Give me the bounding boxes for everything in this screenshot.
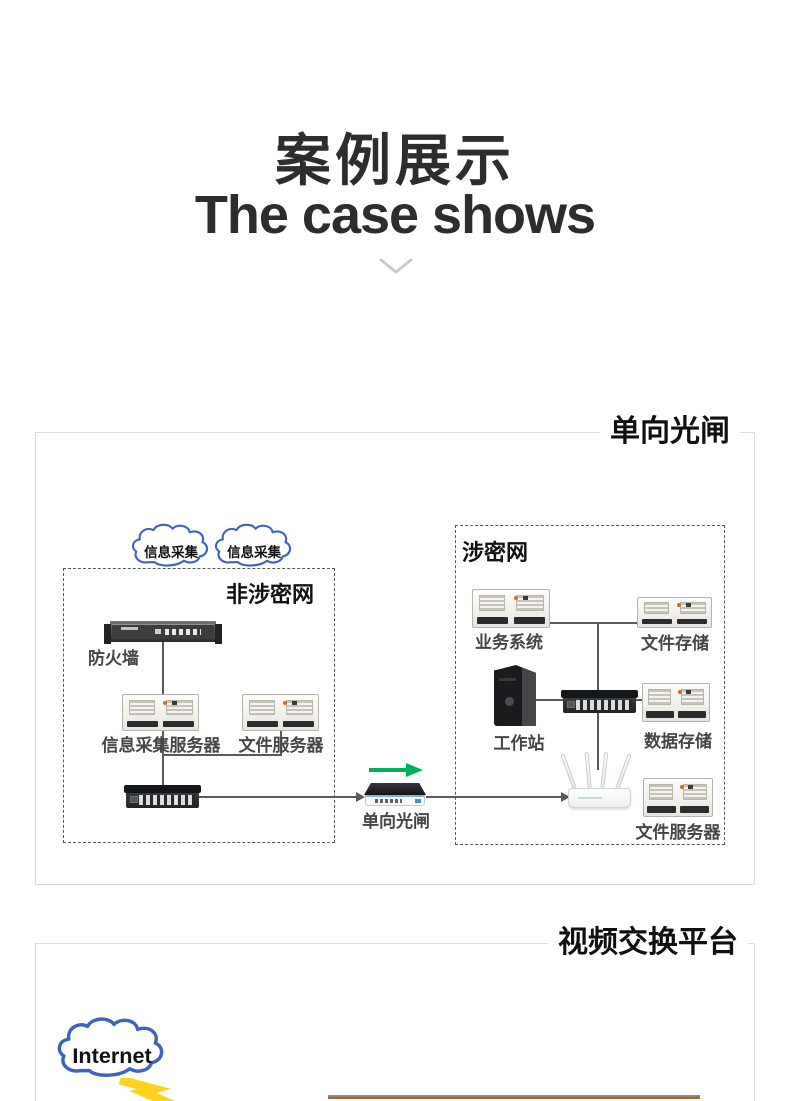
arrowhead	[561, 792, 570, 802]
section-title-one-way-gate: 单向光闸	[600, 414, 740, 450]
connector	[597, 623, 599, 691]
connector	[198, 796, 358, 798]
section-one-way-gate-frame	[35, 432, 755, 885]
page-title-en: The case shows	[194, 185, 596, 245]
connector	[534, 699, 564, 701]
gate-label: 单向光闸	[362, 812, 430, 831]
switch-right-icon	[560, 690, 639, 713]
svg-text:信息采集: 信息采集	[144, 544, 199, 560]
lightning-icon	[118, 1078, 176, 1101]
file-storage-label: 文件存储	[641, 634, 709, 653]
collect-server-label: 信息采集服务器	[101, 736, 221, 755]
section-title-video-platform: 视频交换平台	[548, 925, 748, 961]
arrowhead	[356, 792, 365, 802]
chevron-down-icon	[379, 258, 413, 274]
file-storage-icon	[637, 597, 712, 628]
non-classified-zone-label: 非涉密网	[226, 582, 315, 607]
router-icon	[560, 748, 634, 808]
business-system-label: 业务系统	[475, 633, 543, 652]
data-storage-label: 数据存储	[644, 732, 712, 751]
file-server-right-icon	[643, 778, 713, 817]
business-system-icon	[472, 589, 550, 628]
firewall-label: 防火墙	[88, 649, 139, 668]
classified-zone-label: 涉密网	[462, 540, 529, 565]
connector	[162, 731, 164, 785]
svg-text:Internet: Internet	[72, 1043, 151, 1068]
section-video-platform-frame	[35, 943, 755, 1101]
collect-server-icon	[122, 694, 199, 731]
cloud-info-collect-1: 信息采集	[131, 523, 217, 570]
non-classified-zone-box	[63, 568, 335, 843]
switch-left-icon	[123, 785, 202, 808]
file-server-left-icon	[242, 694, 319, 731]
connector	[634, 699, 646, 701]
workstation-icon	[494, 665, 536, 726]
svg-text:信息采集: 信息采集	[227, 544, 282, 560]
connector	[162, 754, 282, 756]
firewall-icon	[104, 621, 222, 645]
page-title-zh: 案例展示	[275, 129, 515, 192]
connector	[597, 713, 599, 770]
cloud-info-collect-2: 信息采集	[214, 523, 300, 570]
one-way-arrow-icon	[369, 763, 423, 777]
data-storage-icon	[642, 683, 710, 722]
file-server-left-label: 文件服务器	[238, 736, 324, 755]
file-server-right-label: 文件服务器	[635, 823, 721, 842]
classified-zone-box	[455, 525, 725, 845]
workstation-label: 工作站	[493, 734, 545, 753]
connector	[546, 622, 638, 624]
internet-cloud: Internet	[57, 1015, 175, 1083]
connector	[162, 642, 164, 695]
gate-device-icon	[364, 783, 426, 806]
connector	[280, 731, 282, 756]
desk-edge	[328, 1095, 700, 1099]
connector	[426, 796, 563, 798]
